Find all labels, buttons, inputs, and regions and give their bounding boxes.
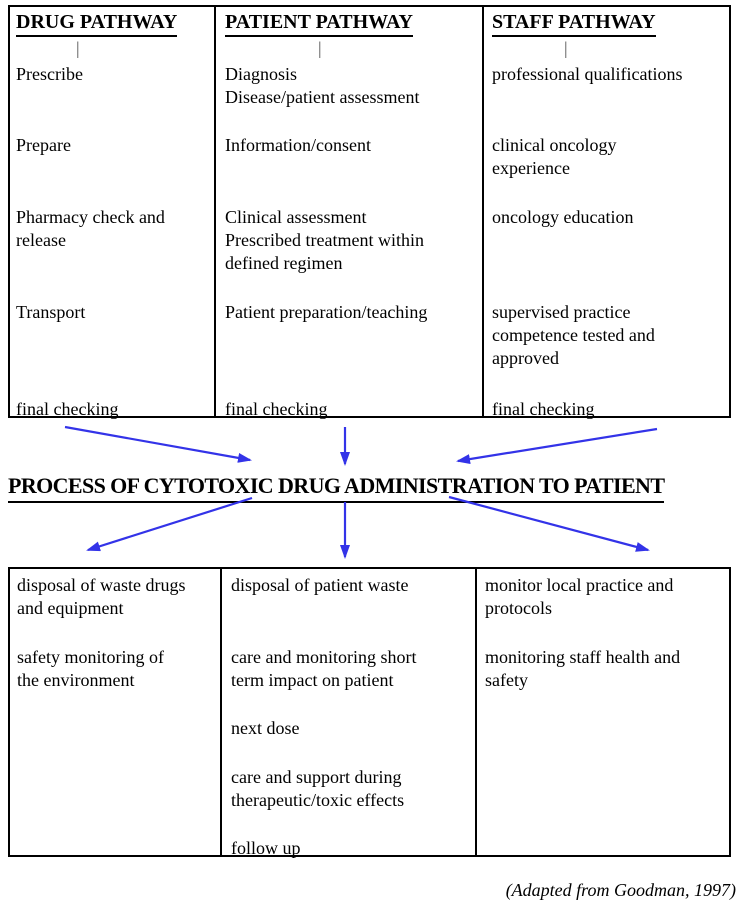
patient-pathway-header: PATIENT PATHWAY — [225, 11, 413, 37]
drug-step-final-checking: final checking — [16, 399, 119, 419]
patient-aftercare-column: disposal of patient waste care and monit… — [222, 569, 477, 858]
staff-monitoring-column: monitor local practice and protocols mon… — [477, 569, 729, 855]
drug-step-pharmacy-check: Pharmacy check and release — [16, 207, 165, 250]
item-follow-up: follow up — [231, 838, 301, 858]
process-title: PROCESS OF CYTOTOXIC DRUG ADMINISTRATION… — [8, 473, 665, 503]
item-care-support-effects: care and support during therapeutic/toxi… — [231, 767, 405, 810]
staff-pathway-header: STAFF PATHWAY — [492, 11, 656, 37]
item-disposal-patient-waste: disposal of patient waste — [231, 575, 409, 595]
staff-pathway-column: STAFF PATHWAY | professional qualificati… — [484, 7, 729, 419]
drug-step-transport: Transport — [16, 302, 86, 322]
drug-pathway-header: DRUG PATHWAY — [16, 11, 178, 37]
source-caption: (Adapted from Goodman, 1997) — [505, 880, 736, 900]
item-care-monitoring-short-term: care and monitoring short term impact on… — [231, 647, 417, 690]
staff-step-supervised-practice: supervised practice competence tested an… — [492, 302, 655, 368]
pathway-table-top: DRUG PATHWAY | Prescribe Prepare Pharmac… — [8, 5, 731, 419]
staff-step-oncology-experience: clinical oncology experience — [492, 135, 617, 178]
drug-pathway-column: DRUG PATHWAY | Prescribe Prepare Pharmac… — [10, 7, 216, 419]
patient-step-diagnosis: Diagnosis Disease/patient assessment — [225, 64, 420, 107]
patient-step-clinical-assessment: Clinical assessment Prescribed treatment… — [225, 207, 424, 273]
staff-step-oncology-education: oncology education — [492, 207, 634, 227]
arrow-process-to-waste-disposal-icon — [86, 496, 253, 552]
patient-pathway-column: PATIENT PATHWAY | Diagnosis Disease/pati… — [216, 7, 484, 419]
patient-step-preparation-teaching: Patient preparation/teaching — [225, 302, 428, 322]
item-monitor-local-practice: monitor local practice and protocols — [485, 575, 674, 618]
item-monitoring-staff-health: monitoring staff health and safety — [485, 647, 681, 690]
item-disposal-waste-drugs: disposal of waste drugs and equipment — [17, 575, 186, 618]
staff-step-qualifications: professional qualifications — [492, 64, 683, 84]
drug-step-prescribe: Prescribe — [16, 64, 83, 84]
patient-step-final-checking: final checking — [225, 399, 328, 419]
staff-step-final-checking: final checking — [492, 399, 595, 419]
connector-bar: | — [318, 38, 322, 58]
item-next-dose: next dose — [231, 718, 300, 738]
arrow-staff-to-process-icon — [456, 427, 658, 465]
connector-bar: | — [76, 38, 80, 58]
arrow-drug-to-process-icon — [64, 425, 252, 463]
drug-step-prepare: Prepare — [16, 135, 71, 155]
waste-disposal-column: disposal of waste drugs and equipment sa… — [10, 569, 222, 855]
aftercare-table-bottom: disposal of waste drugs and equipment sa… — [8, 567, 731, 858]
connector-bar: | — [564, 38, 568, 58]
arrow-process-to-staff-monitoring-icon — [448, 495, 650, 552]
patient-step-information-consent: Information/consent — [225, 135, 371, 155]
item-safety-monitoring-environment: safety monitoring of the environment — [17, 647, 164, 690]
